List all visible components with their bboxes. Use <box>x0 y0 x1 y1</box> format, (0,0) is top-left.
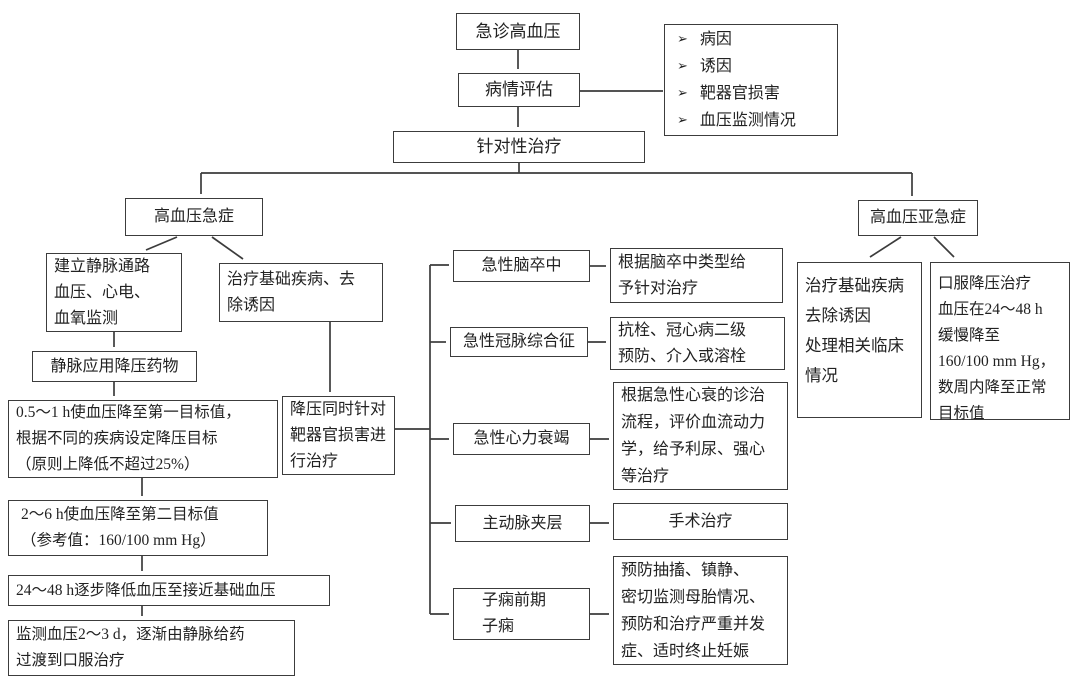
node-heart-failure-treatment: 根据急性心衰的诊治 流程，评价血流动力 学，给予利尿、强心 等治疗 <box>613 382 788 490</box>
node-iv-antihypertensive-drugs: 静脉应用降压药物 <box>32 351 197 382</box>
node-assessment-factors: ➢ 病因 ➢ 诱因 ➢ 靶器官损害 ➢ 血压监测情况 <box>664 24 838 136</box>
node-first-bp-target: 0.5～1 h使血压降至第一目标值， 根据不同的疾病设定降压目标 （原则上降低不… <box>8 400 278 478</box>
arrow-subacute-to-measure2 <box>933 236 955 258</box>
factor-label: 诱因 <box>699 58 732 75</box>
factor-label: 靶器官损害 <box>699 85 780 102</box>
node-surgical-treatment: 手术治疗 <box>613 503 788 540</box>
triangle-bullet-icon: ➢ <box>677 85 688 100</box>
node-aortic-dissection: 主动脉夹层 <box>455 505 590 542</box>
triangle-bullet-icon: ➢ <box>677 112 688 127</box>
node-monitor-transition-oral: 监测血压2～3 d，逐渐由静脉给药 过渡到口服治疗 <box>8 620 295 676</box>
node-acute-coronary-syndrome: 急性冠脉综合征 <box>450 327 588 357</box>
arrow-emergency-to-treat-underlying <box>211 236 244 260</box>
triangle-bullet-icon: ➢ <box>677 31 688 46</box>
node-acute-heart-failure: 急性心力衰竭 <box>453 423 590 455</box>
factor-label: 病因 <box>699 31 732 48</box>
triangle-bullet-icon: ➢ <box>677 58 688 73</box>
node-targeted-treatment: 针对性治疗 <box>393 131 645 163</box>
node-preeclampsia-eclampsia: 子痫前期 子痫 <box>453 588 590 640</box>
node-subacute-underlying-measures: 治疗基础疾病 去除诱因 处理相关临床 情况 <box>797 262 922 418</box>
node-hypertensive-subacute: 高血压亚急症 <box>858 200 978 236</box>
factor-label: 血压监测情况 <box>699 112 796 129</box>
node-iv-access-monitoring: 建立静脉通路 血压、心电、 血氧监测 <box>46 253 182 332</box>
arrow-subacute-to-measure1 <box>869 236 902 258</box>
factor-item-cause: ➢ 病因 <box>677 26 732 53</box>
node-organ-damage-treatment: 降压同时针对 靶器官损害进 行治疗 <box>282 396 395 475</box>
factor-item-trigger: ➢ 诱因 <box>677 53 732 80</box>
arrow-emergency-to-iv-access <box>145 236 178 251</box>
node-stepdown-to-baseline-bp: 24～48 h逐步降低血压至接近基础血压 <box>8 575 330 606</box>
node-second-bp-target: 2～6 h使血压降至第二目标值 （参考值：160/100 mm Hg） <box>8 500 268 556</box>
factor-item-bp-monitoring: ➢ 血压监测情况 <box>677 107 796 134</box>
node-condition-assessment: 病情评估 <box>458 73 580 107</box>
node-treat-underlying-disease: 治疗基础疾病、去 除诱因 <box>219 263 383 322</box>
node-start-emergency-hypertension: 急诊高血压 <box>456 13 580 50</box>
node-eclampsia-treatment: 预防抽搐、镇静、 密切监测母胎情况、 预防和治疗严重并发 症、适时终止妊娠 <box>613 556 788 665</box>
node-subacute-oral-treatment: 口服降压治疗 血压在24～48 h 缓慢降至 160/100 mm Hg， 数周… <box>930 262 1070 422</box>
node-hypertensive-emergency: 高血压急症 <box>125 198 263 236</box>
node-acs-treatment: 抗栓、冠心病二级 预防、介入或溶栓 <box>610 317 785 370</box>
node-acute-stroke-treatment: 根据脑卒中类型给 予针对治疗 <box>610 248 783 303</box>
factor-item-organ-damage: ➢ 靶器官损害 <box>677 80 780 107</box>
node-acute-stroke: 急性脑卒中 <box>453 250 590 282</box>
